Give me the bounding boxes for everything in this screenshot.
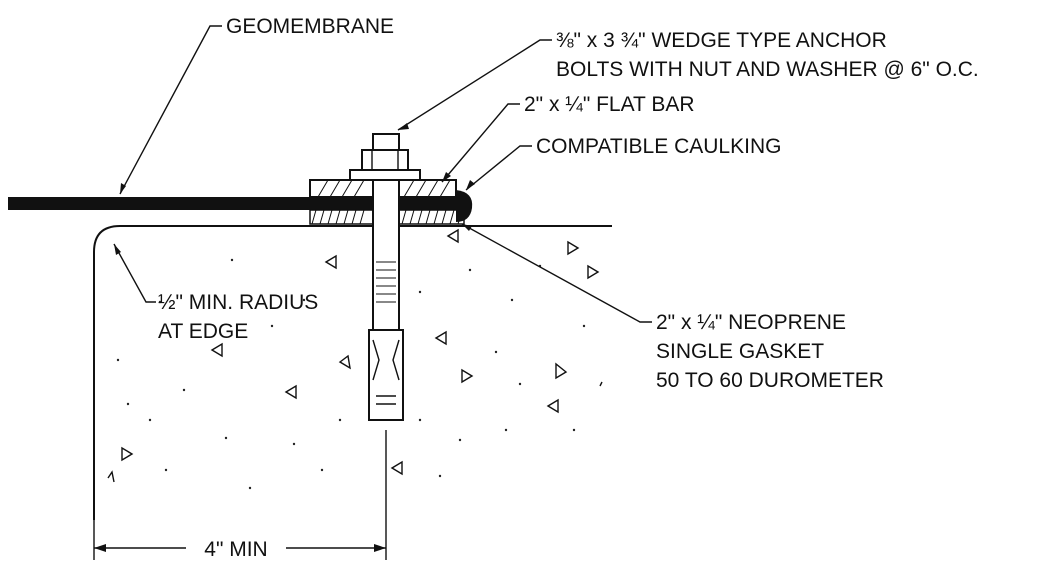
caulking-label: COMPATIBLE CAULKING	[536, 135, 781, 158]
geomembrane-liner	[8, 197, 464, 210]
flat-bar-label: 2" x ¼" FLAT BAR	[524, 93, 695, 116]
caulking-bead	[456, 190, 473, 222]
radius-label-line1: ½" MIN. RADIUS	[158, 291, 318, 314]
concrete-slab-outline	[93, 225, 612, 520]
anchor-bolt-label-line2: BOLTS WITH NUT AND WASHER @ 6" O.C.	[556, 58, 979, 81]
edge-distance-dimension	[93, 430, 387, 560]
gasket-label-line2: SINGLE GASKET	[656, 340, 824, 363]
concrete-stipple-dots	[116, 258, 586, 490]
anchor-bolt-label-line1: ⅜" x 3 ¾" WEDGE TYPE ANCHOR	[556, 29, 887, 52]
geomembrane-label: GEOMEMBRANE	[226, 15, 394, 38]
concrete-aggregate-marks	[107, 228, 603, 483]
edge-distance-label: 4" MIN	[204, 538, 267, 561]
leader-lines	[113, 25, 652, 323]
radius-label-line2: AT EDGE	[158, 320, 248, 343]
gasket-label-line3: 50 TO 60 DUROMETER	[656, 369, 884, 392]
gasket-label-line1: 2" x ¼" NEOPRENE	[656, 311, 846, 334]
wedge-anchor-bolt	[349, 133, 421, 421]
